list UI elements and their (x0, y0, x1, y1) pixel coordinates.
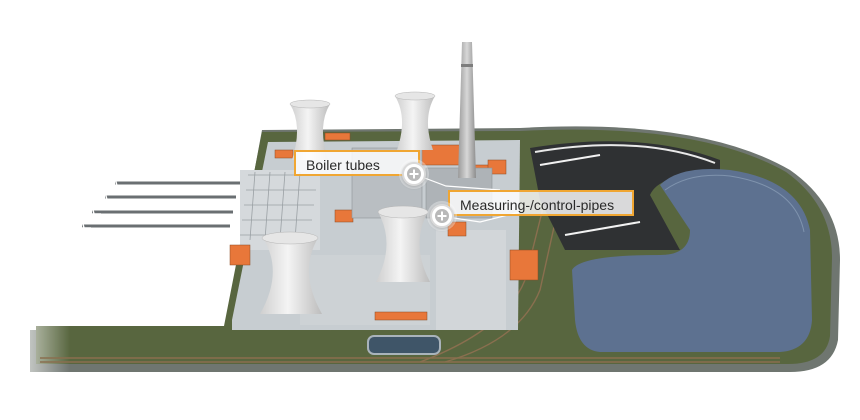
hotspot-label-boiler-tubes[interactable]: Boiler tubes (294, 150, 420, 176)
plus-icon (407, 167, 421, 181)
pylons (73, 169, 124, 229)
power-lines (82, 181, 240, 228)
cooling-tower-3 (376, 205, 430, 282)
hotspot-button-measuring-control-pipes[interactable] (430, 204, 454, 228)
cooling-tower-4 (260, 231, 322, 314)
switchyard (240, 171, 318, 241)
plus-icon (435, 209, 449, 223)
cooling-tower-1 (289, 99, 331, 160)
reservoir (572, 169, 812, 352)
pond (367, 335, 441, 355)
cooling-tower-2 (394, 91, 436, 150)
chimney (458, 42, 476, 178)
hotspot-label-measuring-control-pipes[interactable]: Measuring-/control-pipes (448, 190, 634, 216)
hotspot-button-boiler-tubes[interactable] (402, 162, 426, 186)
